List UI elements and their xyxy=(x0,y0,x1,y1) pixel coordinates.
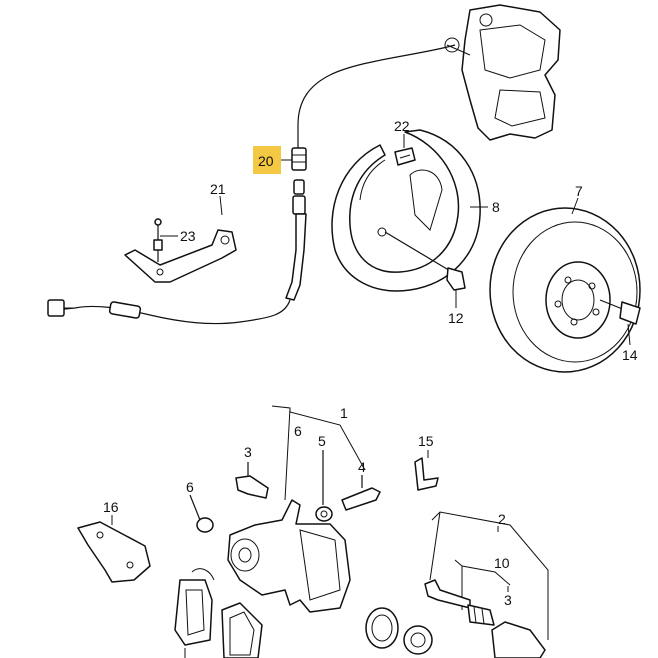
cable-connector-left xyxy=(47,299,142,319)
clip-15 xyxy=(414,457,439,491)
callout-1[interactable]: 1 xyxy=(340,405,348,421)
callout-16[interactable]: 16 xyxy=(103,499,119,515)
bolt-14 xyxy=(599,299,641,325)
guide-bolt xyxy=(424,579,471,609)
wear-sensor-connector xyxy=(291,147,307,215)
seal-ring xyxy=(365,607,399,649)
callout-22[interactable]: 22 xyxy=(394,118,410,134)
piston xyxy=(403,625,433,655)
group-bracket-2 xyxy=(431,511,549,640)
pin-4 xyxy=(341,475,381,511)
caliper-top xyxy=(444,4,561,141)
bolt-3-left xyxy=(235,462,269,499)
bracket-21 xyxy=(124,229,237,283)
callout-5[interactable]: 5 xyxy=(318,433,326,449)
callout-20[interactable]: 20 xyxy=(258,153,274,169)
callout-3-right[interactable]: 3 xyxy=(504,592,512,608)
callout-highlight xyxy=(253,146,281,174)
callout-14[interactable]: 14 xyxy=(622,347,638,363)
sensor-23 xyxy=(153,218,163,262)
callout-23[interactable]: 23 xyxy=(180,228,196,244)
callout-21[interactable]: 21 xyxy=(210,181,226,197)
bracket-16 xyxy=(77,521,151,583)
bolt-12 xyxy=(384,231,466,291)
caliper-carrier xyxy=(491,621,546,658)
brake-pad-left xyxy=(174,568,215,646)
callout-6-top[interactable]: 6 xyxy=(294,423,302,439)
callout-6-left[interactable]: 6 xyxy=(186,479,194,495)
callout-12[interactable]: 12 xyxy=(448,310,464,326)
brake-pad-right xyxy=(221,602,263,658)
nut-5 xyxy=(315,450,333,522)
callout-7[interactable]: 7 xyxy=(575,183,583,199)
caliper-bottom xyxy=(227,499,351,613)
callout-8[interactable]: 8 xyxy=(492,199,500,215)
callout-15[interactable]: 15 xyxy=(418,433,434,449)
brake-disc xyxy=(489,207,641,373)
callout-3-left[interactable]: 3 xyxy=(244,444,252,460)
clip-6 xyxy=(189,494,214,533)
callout-4[interactable]: 4 xyxy=(358,459,366,475)
guide-sleeve xyxy=(467,604,495,626)
callout-10[interactable]: 10 xyxy=(494,555,510,571)
brake-wear-cable xyxy=(297,44,456,150)
sensor-cable-sheath xyxy=(285,213,307,301)
sensor-cable xyxy=(54,299,291,325)
callout-2[interactable]: 2 xyxy=(498,511,506,527)
clip-22 xyxy=(394,147,416,166)
